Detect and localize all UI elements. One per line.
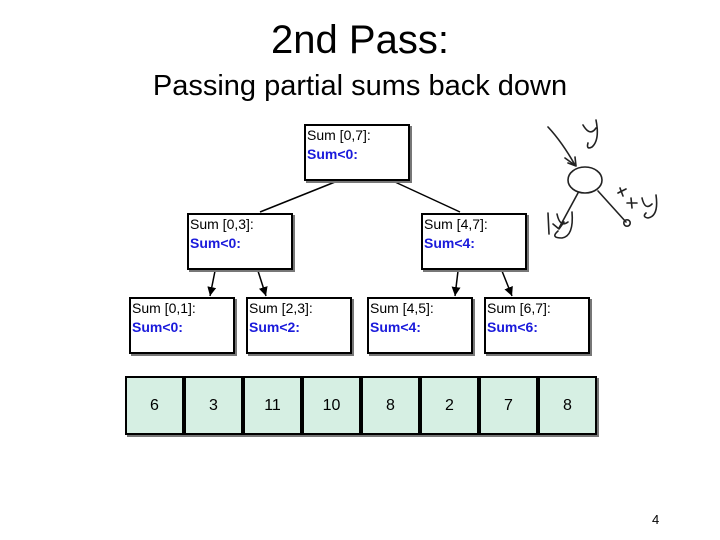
array-cell: 8 bbox=[538, 376, 597, 435]
node-left-sum-label: Sum<2: bbox=[249, 319, 300, 335]
node-range-label: Sum [0,1]: bbox=[132, 300, 196, 316]
tree-leaf-1: Sum [2,3]: Sum<2: bbox=[246, 297, 352, 354]
edge-right-leaf3 bbox=[501, 270, 513, 297]
array-cell: 2 bbox=[420, 376, 479, 435]
slide-subtitle: Passing partial sums back down bbox=[152, 70, 568, 102]
tree-leaf-3: Sum [6,7]: Sum<6: bbox=[484, 297, 590, 354]
tree-node-root: Sum [0,7]: Sum<0: bbox=[304, 124, 410, 181]
array-cell: 8 bbox=[361, 376, 420, 435]
node-left-sum-label: Sum<4: bbox=[424, 235, 475, 251]
edge-root-left bbox=[259, 181, 336, 213]
node-left-sum-label: Sum<4: bbox=[370, 319, 421, 335]
sketch-left-output-y bbox=[547, 211, 574, 239]
node-range-label: Sum [6,7]: bbox=[487, 300, 551, 316]
node-range-label: Sum [4,7]: bbox=[424, 216, 488, 232]
node-range-label: Sum [2,3]: bbox=[249, 300, 313, 316]
node-left-sum-label: Sum<0: bbox=[190, 235, 241, 251]
tree-leaf-2: Sum [4,5]: Sum<4: bbox=[367, 297, 473, 354]
edge-left-leaf0 bbox=[207, 270, 217, 297]
slide-title: 2nd Pass: bbox=[271, 18, 449, 62]
sketch-input-y bbox=[582, 119, 599, 149]
array-cell: 3 bbox=[184, 376, 243, 435]
node-range-label: Sum [0,7]: bbox=[307, 127, 371, 143]
node-left-sum-label: Sum<6: bbox=[487, 319, 538, 335]
sketch-right-output-arrow bbox=[597, 190, 627, 223]
tree-node-left: Sum [0,3]: Sum<0: bbox=[187, 213, 293, 270]
node-range-label: Sum [0,3]: bbox=[190, 216, 254, 232]
sketch-right-output-xy bbox=[617, 187, 658, 219]
sketch-node-circle bbox=[567, 166, 603, 194]
tree-node-right: Sum [4,7]: Sum<4: bbox=[421, 213, 527, 270]
edge-root-right bbox=[394, 181, 461, 213]
array-cell: 10 bbox=[302, 376, 361, 435]
sketch-input-arrow bbox=[547, 126, 577, 167]
node-left-sum-label: Sum<0: bbox=[307, 146, 358, 162]
edge-left-leaf1 bbox=[257, 270, 268, 297]
edge-right-leaf2 bbox=[451, 270, 461, 297]
tree-leaf-0: Sum [0,1]: Sum<0: bbox=[129, 297, 235, 354]
page-number: 4 bbox=[652, 512, 660, 527]
node-range-label: Sum [4,5]: bbox=[370, 300, 434, 316]
node-left-sum-label: Sum<0: bbox=[132, 319, 183, 335]
array-cell: 7 bbox=[479, 376, 538, 435]
array-cell: 6 bbox=[125, 376, 184, 435]
array-cell: 11 bbox=[243, 376, 302, 435]
